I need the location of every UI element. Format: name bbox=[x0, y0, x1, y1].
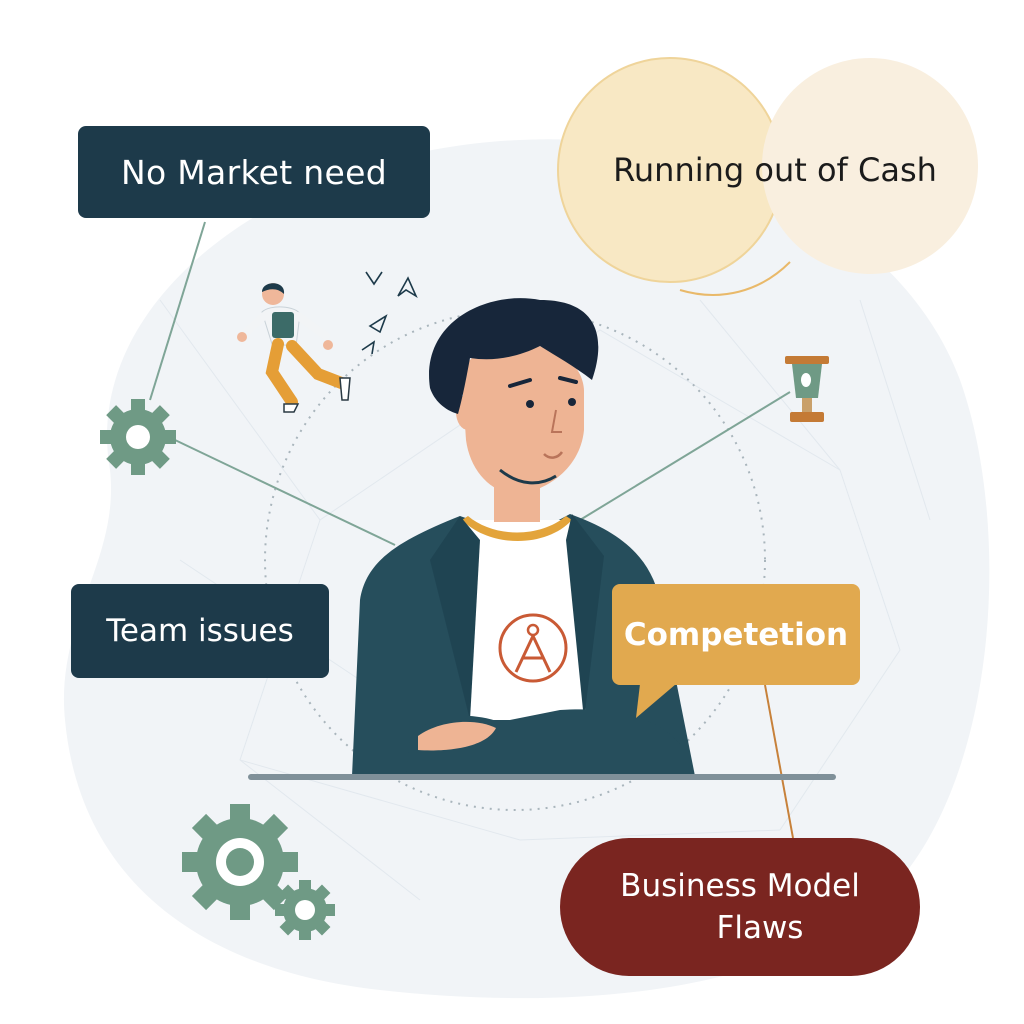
gear-icon bbox=[100, 399, 176, 475]
trophy-icon bbox=[785, 356, 829, 422]
gear-icon bbox=[275, 880, 335, 940]
no-market-need-label: No Market need bbox=[78, 126, 430, 218]
business-model-line-2: Flaws bbox=[716, 910, 804, 946]
connector-lines bbox=[149, 221, 794, 839]
business-model-flaws-label: Business Model Flaws bbox=[560, 838, 920, 976]
person-illustration bbox=[248, 298, 836, 780]
cash-bubbles bbox=[557, 57, 978, 296]
running-person-figure bbox=[237, 283, 351, 413]
paper-plane-icon bbox=[361, 271, 418, 355]
gear-icon bbox=[182, 804, 298, 920]
competition-label: Competetion bbox=[612, 584, 860, 685]
running-out-of-cash-label: Running out of Cash bbox=[613, 151, 937, 189]
business-model-line-1: Business Model bbox=[620, 868, 860, 904]
team-issues-label: Team issues bbox=[71, 584, 329, 678]
compass-logo-icon bbox=[498, 613, 568, 683]
